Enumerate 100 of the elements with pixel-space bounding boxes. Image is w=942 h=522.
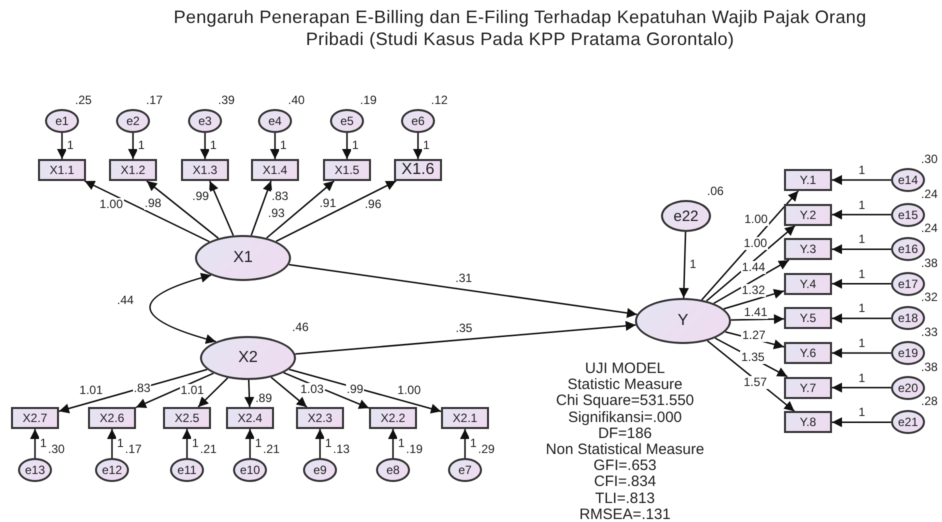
fit-statistic: Signifikansi=.000: [567, 410, 683, 426]
edge-label: 1: [324, 436, 333, 450]
indicator-box: Y.2: [784, 204, 832, 226]
error-circle: e15: [891, 202, 925, 227]
arrow: [315, 429, 325, 458]
arrow: [832, 278, 891, 289]
variance-label: .30: [48, 442, 65, 456]
edge-label: 1.32: [740, 284, 766, 297]
double-headed-arrow: [149, 273, 216, 344]
edge-label: .83: [132, 382, 152, 396]
edge-label: 1: [469, 436, 478, 450]
edge-label: 1.03: [299, 383, 325, 396]
indicator-box: Y.1: [784, 169, 832, 191]
fit-statistic: TLI=.813: [594, 490, 656, 507]
edge-label: .99: [346, 382, 364, 396]
fit-statistic: Chi Square=531.550: [554, 393, 696, 410]
edge-label: 1.44: [740, 261, 766, 274]
arrow: [30, 429, 40, 458]
arrow: [276, 180, 396, 242]
edge-label: .98: [144, 197, 162, 210]
arrow: [678, 232, 689, 298]
arrow: [288, 368, 442, 414]
edge-label: .89: [254, 392, 274, 406]
indicator-box: X2.6: [88, 407, 136, 429]
edge-label: 1: [279, 139, 288, 152]
edge-label: 1: [66, 139, 75, 152]
edge-label: .31: [454, 272, 474, 285]
edge-label: .35: [454, 322, 474, 335]
error-circle: e11: [170, 458, 204, 482]
edge-label: 1: [858, 268, 866, 281]
indicator-box: Y.7: [784, 376, 832, 399]
indicator-box: X2.1: [441, 407, 489, 429]
edge-label: 1: [351, 139, 360, 152]
variance-label: .13: [333, 442, 350, 456]
edge-label: 1: [191, 436, 200, 450]
error-circle: e12: [95, 458, 129, 482]
variance-label: .25: [75, 93, 92, 107]
arrow: [342, 133, 352, 159]
edge-label: 1.01: [180, 384, 205, 397]
error-circle: e22: [661, 200, 711, 232]
arrow: [706, 225, 796, 302]
edge-label: 1: [858, 337, 866, 350]
error-circle: e6: [401, 109, 435, 133]
edge-label: 1.35: [740, 351, 766, 364]
latent-ellipse: X2: [200, 336, 296, 380]
variance-label: .19: [406, 442, 423, 456]
arrow: [388, 429, 398, 458]
arrow: [146, 180, 219, 239]
latent-ellipse: Y: [635, 298, 731, 344]
edge-label: 1: [688, 258, 698, 271]
error-circle: e16: [891, 237, 925, 262]
error-circle: e8: [376, 458, 410, 482]
edge-label: 1: [137, 139, 146, 152]
indicator-box: X1.4: [251, 159, 299, 181]
arrow: [198, 377, 228, 408]
error-circle: e5: [330, 109, 364, 133]
indicator-box: Y.4: [784, 272, 832, 295]
edge-label: 1: [397, 436, 406, 450]
arrow: [724, 289, 784, 310]
indicator-box: X2.2: [369, 407, 417, 429]
edge-label: .44: [116, 294, 135, 307]
error-circle: e13: [18, 458, 52, 482]
arrow: [832, 417, 891, 428]
variance-label: .40: [288, 93, 305, 107]
indicator-box: X2.5: [163, 407, 211, 429]
arrow: [295, 320, 636, 355]
edge-label: 1.01: [78, 384, 104, 397]
arrow: [270, 133, 280, 159]
edge-label: 1: [858, 164, 866, 177]
arrow: [832, 244, 891, 254]
indicator-box: X1.6: [394, 159, 442, 181]
indicator-box: Y.3: [784, 238, 832, 260]
arrow: [832, 175, 891, 185]
edge-label: 1: [858, 198, 866, 212]
indicator-box: X2.3: [296, 407, 344, 429]
indicator-box: X2.7: [11, 407, 59, 429]
arrow: [713, 260, 790, 304]
edge-label: 1.00: [742, 236, 768, 250]
edge-label: 1: [858, 372, 866, 385]
arrow: [245, 429, 255, 458]
variance-label: .30: [921, 152, 938, 166]
edge-label: 1: [39, 436, 48, 450]
fit-statistic: CFI=.834: [592, 474, 658, 490]
edge-label: .96: [364, 198, 382, 212]
variance-label: .17: [146, 93, 163, 107]
error-circle: e4: [258, 109, 292, 133]
arrow: [413, 133, 423, 159]
error-circle: e21: [891, 410, 925, 434]
loading-label: .93: [268, 206, 285, 220]
edge-label: .83: [270, 190, 290, 204]
arrow: [128, 133, 138, 159]
error-circle: e19: [891, 341, 925, 365]
arrow: [57, 133, 67, 159]
arrow: [136, 372, 214, 408]
edge-label: 1.00: [98, 198, 124, 212]
fit-statistic: UJI MODEL: [584, 361, 666, 377]
indicator-box: X2.4: [226, 407, 274, 429]
variance-label: .06: [707, 184, 724, 198]
error-circle: e7: [448, 458, 482, 482]
arrow: [107, 429, 117, 458]
